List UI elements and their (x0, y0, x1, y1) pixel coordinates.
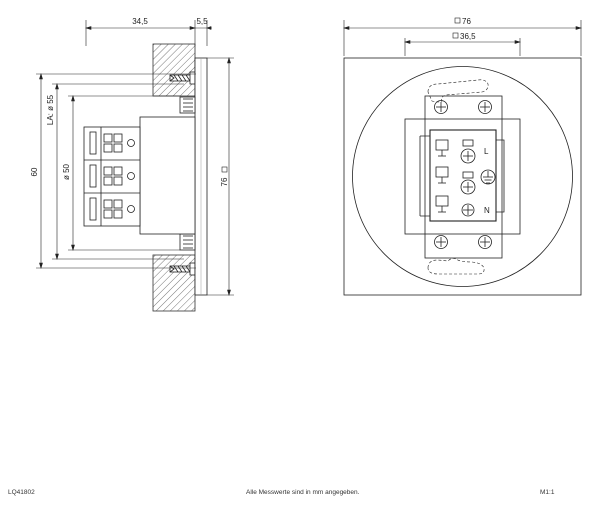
terminal-screw-N-icon (461, 203, 475, 217)
terminal-row-3 (89, 197, 135, 221)
dim-depth-lines (84, 20, 212, 46)
terminal-row-2 (89, 164, 135, 188)
clamp-mid-left (435, 166, 449, 184)
footer-scale: M1:1 (540, 489, 555, 496)
front-plate-square (343, 57, 582, 296)
dim-outer-label: 76 (462, 17, 471, 26)
clamp-bot-left (435, 195, 449, 213)
dim-d50-label: ø 50 (62, 163, 71, 180)
terminal-row-1 (89, 131, 135, 155)
terminal-block-front (429, 129, 497, 222)
footer-note: Alle Messwerte sind in mm angegeben. (246, 489, 360, 496)
dim-square-lines (207, 56, 234, 297)
dim-inner: 36,5 (452, 32, 476, 41)
front-plate-ring (352, 66, 573, 287)
keyhole-slot-top (427, 79, 489, 103)
terminal-screw-L-icon (460, 139, 476, 164)
clamp-top-left (435, 139, 449, 157)
dim-outer: 76 (454, 17, 471, 26)
dim-inner-label: 36,5 (460, 32, 476, 41)
dim-height-label: 60 (30, 167, 39, 176)
dim-depth-label: 34,5 (132, 17, 148, 26)
keyhole-slot-bottom (427, 258, 485, 275)
dim-square-side: 76 (220, 166, 229, 186)
front-view (342, 20, 583, 296)
terminal-label-N: N (484, 206, 490, 215)
dim-outer-lines (342, 20, 583, 56)
wall-section-bottom (152, 254, 196, 312)
terminal-label-L: L (484, 147, 489, 156)
terminal-screw-PE-icon (460, 171, 476, 195)
wall-section-top (152, 43, 196, 97)
mount-screw-icon (434, 235, 448, 249)
dim-square-label: 76 (220, 177, 229, 186)
dim-d50-lines (68, 94, 180, 252)
mount-screw-icon (434, 100, 448, 114)
mount-screw-icon (478, 100, 492, 114)
socket-body-side (139, 116, 196, 235)
mount-screw-icon (478, 235, 492, 249)
insert-square (404, 118, 521, 235)
dim-height-lines (36, 72, 196, 270)
screw-top-icon (169, 71, 196, 85)
side-view (36, 20, 234, 312)
dim-inner-lines (403, 38, 522, 56)
earth-symbol-icon (480, 169, 496, 185)
dim-la55-lines (52, 82, 184, 261)
footer-code: LQ41802 (8, 489, 35, 496)
insert-body (424, 95, 503, 259)
dim-la55-label: LA: ø 55 (46, 94, 55, 125)
dim-plate-label: 5,5 (196, 17, 208, 26)
